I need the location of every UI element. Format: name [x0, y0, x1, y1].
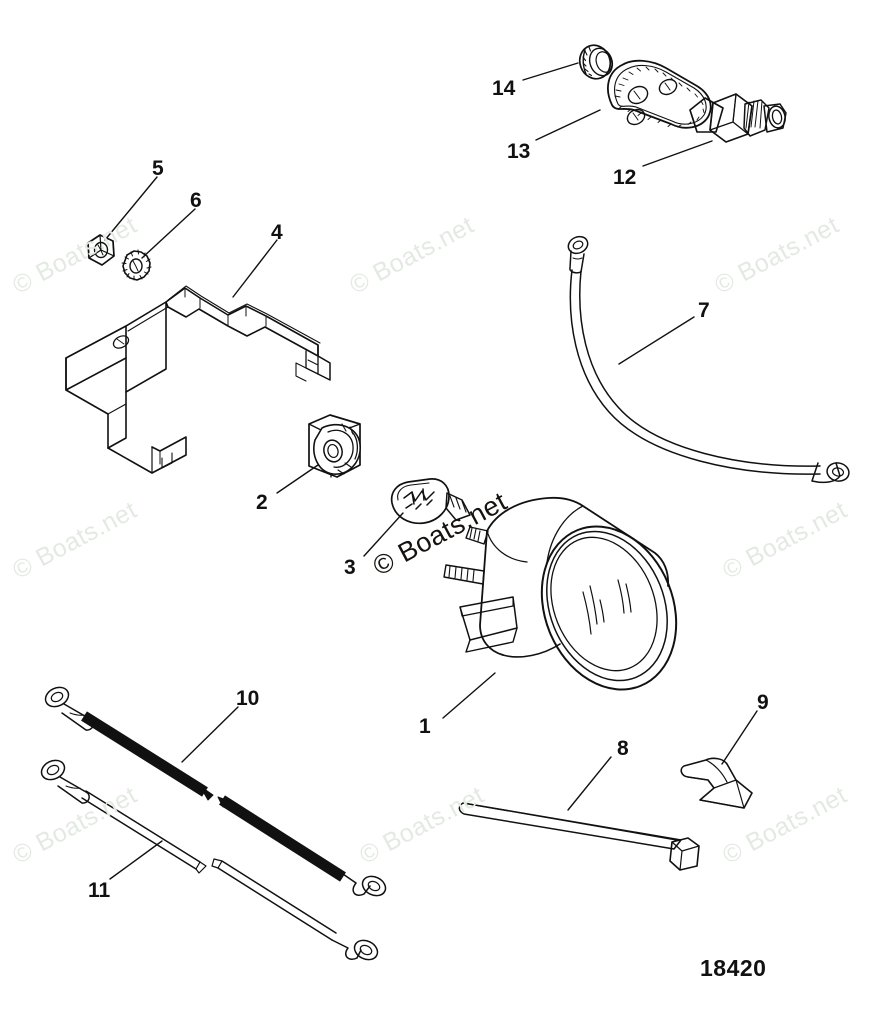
leader-line-4 [232, 239, 278, 298]
leader-line-2 [276, 464, 319, 494]
diagram-number: 18420 [700, 955, 767, 981]
callout-number-2: 2 [256, 491, 268, 514]
part-6-lock-washer [121, 249, 152, 281]
part-10-black-cable-lead [44, 686, 387, 897]
part-5-hex-nut [87, 234, 115, 266]
part-9-wedge-clip [680, 757, 753, 809]
callout-number-1: 1 [419, 715, 431, 738]
callout-number-11: 11 [88, 879, 111, 902]
leader-line-10 [181, 706, 239, 763]
callout-number-3: 3 [344, 556, 356, 579]
callout-number-4: 4 [271, 221, 283, 244]
callout-number-12: 12 [613, 166, 637, 189]
part-14-sensor-nut [578, 44, 614, 80]
leader-line-7 [618, 316, 695, 365]
part-13-gasket-plate [607, 59, 712, 129]
callout-number-13: 13 [507, 140, 531, 163]
leader-line-3 [363, 512, 404, 557]
leader-line-9 [721, 710, 758, 765]
leader-line-6 [141, 208, 196, 259]
leader-line-8 [567, 756, 612, 811]
callout-number-5: 5 [152, 157, 164, 180]
leader-line-12 [642, 140, 713, 167]
part-7-long-wire-lead [567, 235, 850, 484]
part-2-socket-connector [308, 414, 361, 478]
callout-number-6: 6 [190, 189, 202, 212]
leader-line-13 [535, 109, 601, 141]
part-4-mounting-bracket [65, 285, 331, 474]
leader-line-11 [109, 840, 163, 880]
leader-line-14 [522, 62, 579, 81]
callout-number-14: 14 [492, 77, 516, 100]
leader-line-5 [104, 176, 158, 241]
leader-line-1 [442, 672, 496, 719]
part-12-sender-sensor [689, 93, 787, 143]
callout-number-8: 8 [617, 737, 629, 760]
callout-number-9: 9 [757, 691, 769, 714]
part-1-gauge-body [443, 496, 678, 691]
callout-number-7: 7 [698, 299, 710, 322]
callout-number-10: 10 [236, 687, 260, 710]
part-3-bulb-holder [390, 478, 471, 525]
part-11-plain-cable-lead [40, 759, 379, 961]
part-8-cable-tie [458, 802, 700, 871]
